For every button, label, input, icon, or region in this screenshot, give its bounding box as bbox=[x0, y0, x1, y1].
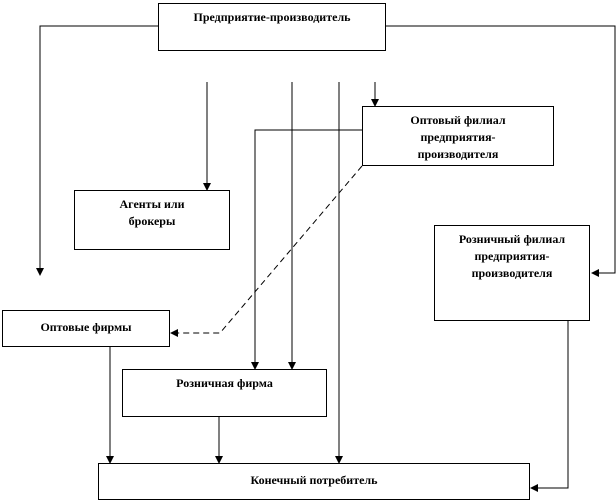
arrow-retail-branch-to-consumer bbox=[530, 320, 569, 492]
node-wholesale-firms-label: Оптовые фирмы bbox=[40, 320, 132, 334]
node-wholesale-branch: Оптовый филиал предприятия-производителя bbox=[362, 106, 554, 166]
node-retail-firm: Розничная фирма bbox=[122, 369, 327, 417]
node-retail-firm-label: Розничная фирма bbox=[176, 376, 273, 390]
node-retail-branch-label: Розничный филиал предприятия-производите… bbox=[458, 232, 566, 280]
node-producer: Предприятие-производитель bbox=[158, 3, 386, 51]
arrow-producer-to-retail-branch bbox=[386, 25, 616, 277]
node-wholesale-branch-label: Оптовый филиал предприятия-производителя bbox=[410, 113, 506, 161]
dashed-arrow-wholesale-branch-to-wholesale-firms bbox=[170, 165, 363, 337]
node-consumer-label: Конечный потребитель bbox=[250, 473, 378, 487]
node-retail-branch: Розничный филиал предприятия-производите… bbox=[434, 225, 590, 321]
arrow-wholesale-branch-to-retail-firm bbox=[251, 129, 362, 370]
node-producer-label: Предприятие-производитель bbox=[193, 10, 351, 24]
arrow-producer-to-wholesale-firms bbox=[36, 25, 158, 276]
node-wholesale-firms: Оптовые фирмы bbox=[2, 310, 170, 347]
node-consumer: Конечный потребитель bbox=[98, 463, 530, 500]
node-agents-label: Агенты или брокеры bbox=[119, 197, 185, 228]
node-agents: Агенты или брокеры bbox=[74, 190, 230, 250]
